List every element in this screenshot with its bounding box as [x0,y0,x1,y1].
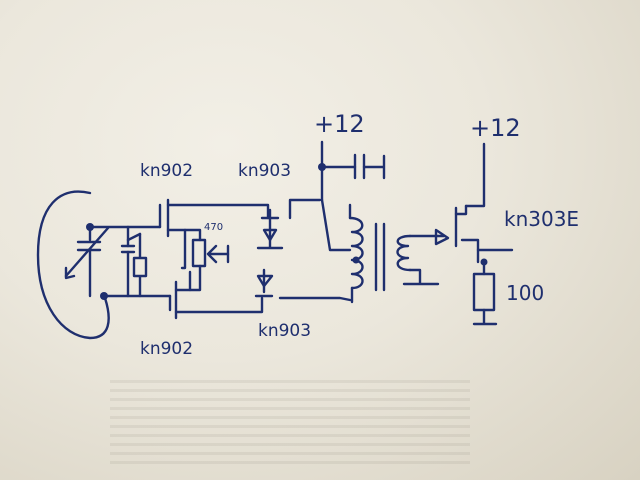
transistor-q1-top [158,198,270,270]
transistor-q2-top [256,198,322,250]
transformer-primary [348,203,386,304]
label-q2-bottom: kn903 [258,321,311,341]
label-q2-top: kn903 [238,161,291,181]
label-supply-right: +12 [470,114,521,142]
transformer-secondary [396,234,446,286]
label-load-resistor: 100 [506,281,544,305]
label-pot-value: 470 [204,222,223,233]
label-supply-left: +12 [314,110,365,138]
label-q1-top: kn902 [140,161,193,181]
label-q1-bottom: kn902 [140,339,193,359]
bias-capacitor-resistor [120,225,148,298]
potentiometer-470 [183,228,230,292]
variable-capacitor [64,225,110,298]
faded-print-background [110,380,470,470]
output-transistor [434,142,514,266]
label-output-transistor: kn303E [504,207,579,231]
supply-left [318,140,386,252]
transistor-q2-bottom [254,268,352,302]
transistor-q1-bottom [168,270,264,320]
load-resistor [472,260,498,326]
loop-antenna [36,190,110,340]
